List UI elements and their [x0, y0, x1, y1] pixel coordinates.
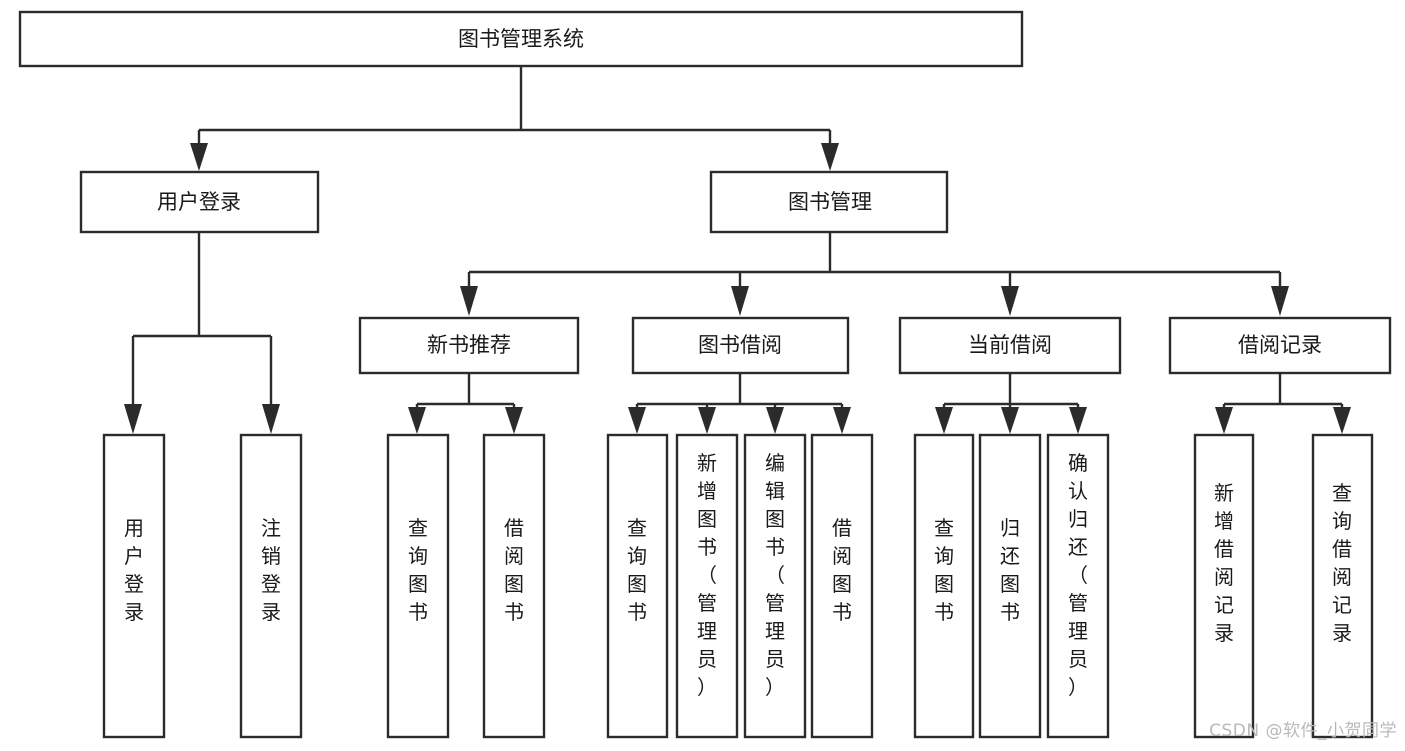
leaf-node-edit-book-admin[interactable]: 编辑图书（管理员）: [743, 433, 807, 739]
arrow-head-icon: [190, 143, 208, 171]
arrow-head-icon: [1333, 407, 1351, 434]
connector-userlogin-to-leaves: [124, 232, 280, 434]
node-box-shape: [1168, 316, 1392, 375]
node-borrow-record[interactable]: 借阅记录: [1168, 316, 1392, 375]
arrow-head-icon: [698, 407, 716, 434]
arrow-head-icon: [833, 407, 851, 434]
node-label: 图书借阅: [698, 333, 782, 357]
leaf-label: 查询图书: [934, 516, 954, 624]
node-root-system[interactable]: 图书管理系统: [18, 10, 1024, 68]
node-box-shape: [631, 316, 850, 375]
connector-newbook-to-leaves: [408, 373, 523, 434]
arrow-head-icon: [124, 404, 142, 434]
node-box-shape: [709, 170, 949, 234]
leaf-node-return-book[interactable]: 归还图书: [978, 433, 1042, 739]
leaf-label: 用户登录: [124, 516, 144, 624]
node-user-login[interactable]: 用户登录: [79, 170, 320, 234]
node-box-shape: [1046, 433, 1110, 739]
leaf-label: 借阅图书: [832, 516, 852, 624]
leaf-node-add-book-admin[interactable]: 新增图书（管理员）: [675, 433, 739, 739]
leaf-label: 查询图书: [408, 516, 428, 624]
node-box-shape: [675, 433, 739, 739]
leaf-label: 查询借阅记录: [1332, 481, 1352, 645]
arrow-head-icon: [1001, 407, 1019, 434]
node-box-shape: [79, 170, 320, 234]
node-box-shape: [913, 433, 975, 739]
arrow-head-icon: [1271, 286, 1289, 316]
connector-root-to-level2: [190, 66, 839, 171]
leaf-node-query-book-3[interactable]: 查询图书: [913, 433, 975, 739]
node-book-management[interactable]: 图书管理: [709, 170, 949, 234]
leaf-node-confirm-return-admin[interactable]: 确认归还（管理员）: [1046, 433, 1110, 739]
node-book-borrow[interactable]: 图书借阅: [631, 316, 850, 375]
leaf-label: 归还图书: [1000, 516, 1020, 624]
watermark-label: CSDN @软件_小贺同学: [1209, 721, 1397, 741]
node-box-shape: [810, 433, 874, 739]
connector-record-to-leaves: [1215, 373, 1351, 434]
leaf-label: 注销登录: [261, 516, 281, 624]
leaf-node-logout[interactable]: 注销登录: [239, 433, 303, 739]
node-box-shape: [606, 433, 669, 739]
leaf-label: 借阅图书: [504, 516, 524, 624]
arrow-head-icon: [408, 407, 426, 434]
leaf-node-query-book-1[interactable]: 查询图书: [386, 433, 450, 739]
node-label: 借阅记录: [1238, 333, 1322, 357]
arrow-head-icon: [935, 407, 953, 434]
leaf-node-user-login[interactable]: 用户登录: [102, 433, 166, 739]
arrow-head-icon: [731, 286, 749, 316]
arrow-head-icon: [460, 286, 478, 316]
node-box-shape: [239, 433, 303, 739]
node-label: 用户登录: [157, 190, 241, 214]
node-box-shape: [898, 316, 1122, 375]
node-box-shape: [743, 433, 807, 739]
node-label: 当前借阅: [968, 333, 1052, 357]
leaf-label: 编辑图书（管理员）: [765, 451, 785, 699]
node-box-shape: [482, 433, 546, 739]
node-label: 图书管理: [788, 190, 872, 214]
arrow-head-icon: [1001, 286, 1019, 316]
connector-borrow-to-leaves: [628, 373, 851, 434]
leaf-label: 确认归还（管理员）: [1068, 451, 1088, 699]
leaf-node-borrow-book-1[interactable]: 借阅图书: [482, 433, 546, 739]
connector-bookmgmt-to-level3: [460, 232, 1289, 316]
arrow-head-icon: [262, 404, 280, 434]
arrow-head-icon: [1069, 407, 1087, 434]
node-box-shape: [102, 433, 166, 739]
arrow-head-icon: [505, 407, 523, 434]
leaf-label: 新增图书（管理员）: [697, 451, 717, 699]
arrow-head-icon: [821, 143, 839, 171]
arrow-head-icon: [1215, 407, 1233, 434]
node-label: 新书推荐: [427, 333, 511, 357]
leaf-node-query-borrow-record[interactable]: 查询借阅记录: [1311, 433, 1374, 739]
arrow-head-icon: [766, 407, 784, 434]
node-new-book-recommend[interactable]: 新书推荐: [358, 316, 580, 375]
node-current-borrow[interactable]: 当前借阅: [898, 316, 1122, 375]
node-box-shape: [18, 10, 1024, 68]
node-box-shape: [1193, 433, 1255, 739]
node-box-shape: [1311, 433, 1374, 739]
leaf-label: 查询图书: [627, 516, 647, 624]
node-label: 图书管理系统: [458, 27, 584, 51]
leaf-label: 新增借阅记录: [1214, 481, 1234, 645]
node-box-shape: [978, 433, 1042, 739]
leaf-node-query-book-2[interactable]: 查询图书: [606, 433, 669, 739]
leaf-node-borrow-book-2[interactable]: 借阅图书: [810, 433, 874, 739]
node-box-shape: [386, 433, 450, 739]
leaf-node-add-borrow-record[interactable]: 新增借阅记录: [1193, 433, 1255, 739]
node-box-shape: [358, 316, 580, 375]
connector-current-to-leaves: [935, 373, 1087, 434]
arrow-head-icon: [628, 407, 646, 434]
